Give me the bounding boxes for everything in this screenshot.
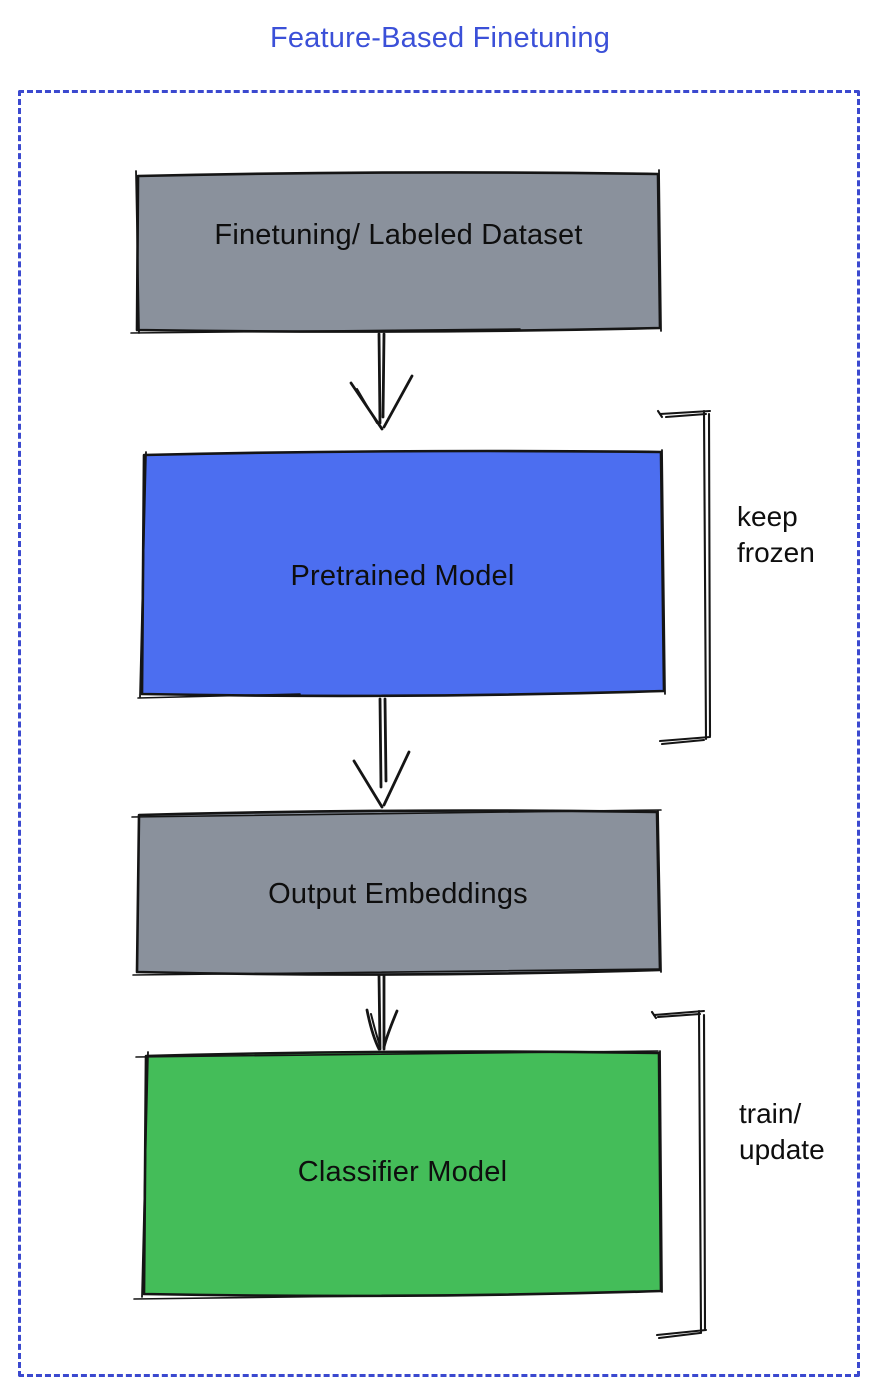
node-dataset-box (130, 169, 662, 334)
annotation-train-update-line1: train/ (739, 1098, 802, 1129)
diagram-title: Feature-Based Finetuning (269, 22, 611, 54)
node-classifier-fill (142, 1050, 663, 1298)
annotation-keep-frozen-line2: frozen (737, 537, 815, 568)
bracket-keep-frozen (656, 409, 712, 746)
node-pretrained-label: Pretrained Model (290, 560, 515, 592)
annotation-train-update-line2: update (739, 1134, 825, 1165)
node-classifier-label: Classifier Model (297, 1156, 508, 1188)
node-pretrained-fill (140, 449, 666, 698)
node-dataset-label: Finetuning/ Labeled Dataset (214, 219, 583, 251)
node-embeddings-label: Output Embeddings (268, 878, 528, 910)
arrow-embeddings-to-classifier (365, 973, 399, 1051)
node-dataset-fill (135, 171, 662, 333)
dashed-boundary (18, 90, 860, 1377)
node-pretrained-box (137, 449, 666, 699)
node-classifier-box (133, 1050, 663, 1300)
node-embeddings-fill (135, 809, 662, 976)
arrow-dataset-to-pretrained (349, 332, 414, 431)
annotation-keep-frozen-line1: keep (737, 501, 798, 532)
annotation-keep-frozen: keep frozen (737, 499, 867, 571)
arrow-pretrained-to-embeddings (352, 697, 411, 809)
bracket-train-update (650, 1009, 708, 1340)
node-embeddings-box (131, 809, 662, 976)
annotation-train-update: train/ update (739, 1096, 869, 1168)
